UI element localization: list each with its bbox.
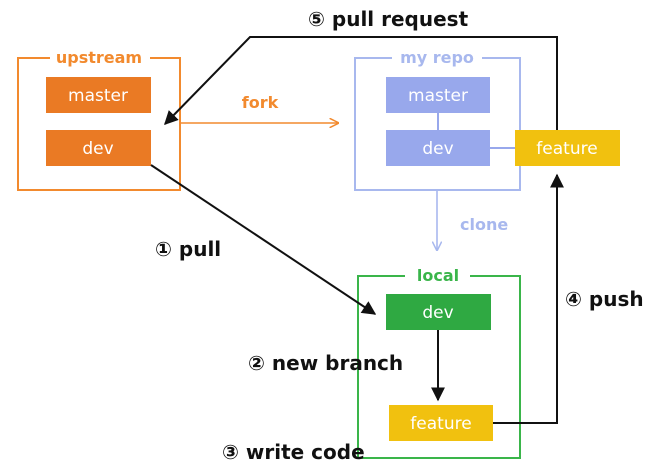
push-label: ④ push (565, 287, 644, 311)
pull-step: ① pull (150, 164, 377, 315)
new-branch-label: ② new branch (248, 351, 403, 375)
pull-label: ① pull (155, 237, 221, 261)
write-code-label: ③ write code (222, 440, 365, 464)
clone-edge: clone (437, 190, 508, 250)
upstream-label: upstream (56, 48, 142, 67)
local-dev-box (386, 294, 491, 330)
local-dev-label: dev (422, 303, 453, 323)
clone-label: clone (460, 215, 508, 234)
local-label: local (417, 266, 459, 285)
myrepo-master-box (386, 77, 490, 113)
local-feature-label: feature (410, 414, 471, 434)
local-feature-box (389, 405, 493, 441)
myrepo-dev-box (386, 130, 490, 166)
myrepo-label: my repo (400, 48, 474, 67)
myrepo-dev-label: dev (422, 139, 453, 159)
new-branch-step: ② new branch (248, 330, 445, 402)
upstream-master-box (46, 77, 151, 113)
myrepo-feature-label: feature (536, 139, 597, 159)
pull-request-label: ⑤ pull request (308, 7, 469, 31)
fork-label: fork (242, 93, 279, 112)
upstream-dev-box (46, 130, 151, 166)
upstream-dev-label: dev (82, 139, 113, 159)
upstream-master-label: master (68, 86, 128, 106)
fork-edge: fork (180, 93, 338, 123)
myrepo-group: my repo master dev feature (354, 48, 620, 191)
upstream-group: upstream master dev (17, 48, 181, 191)
myrepo-feature-box (515, 130, 620, 166)
pull-request-step: ⑤ pull request (164, 7, 558, 130)
local-group: local dev feature (357, 266, 521, 459)
push-step: ④ push (493, 173, 644, 424)
myrepo-master-label: master (408, 86, 468, 106)
